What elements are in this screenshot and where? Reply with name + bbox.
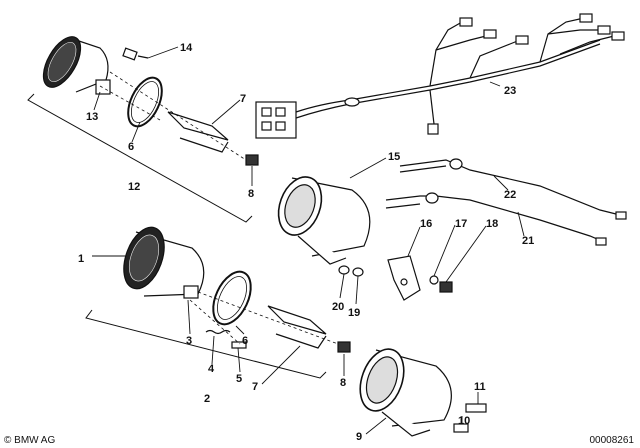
callout-8-upper: 8 bbox=[248, 188, 254, 200]
callout-1: 1 bbox=[78, 253, 84, 265]
lower-bracket bbox=[267, 305, 327, 349]
callout-23: 23 bbox=[504, 85, 516, 97]
callout-labels: 14 13 6 7 12 8 23 15 16 17 18 22 21 20 1… bbox=[78, 42, 534, 443]
upper-ring bbox=[127, 76, 163, 128]
upper-dash-lines bbox=[99, 71, 247, 161]
callout-6-lower: 6 bbox=[242, 335, 248, 347]
mid-housing bbox=[277, 176, 371, 265]
callout-20: 20 bbox=[332, 301, 344, 313]
lower-dash-lines bbox=[189, 291, 339, 345]
lower-instrument bbox=[123, 226, 205, 299]
callout-2: 2 bbox=[204, 393, 210, 405]
callout-16: 16 bbox=[420, 218, 432, 230]
lower-assembly-bracket bbox=[85, 309, 327, 379]
wiring-harness bbox=[255, 13, 625, 139]
upper-assembly-bracket bbox=[27, 93, 253, 223]
callout-13: 13 bbox=[86, 111, 98, 123]
callout-8-lower: 8 bbox=[340, 377, 346, 389]
cables bbox=[385, 158, 627, 246]
callout-3: 3 bbox=[186, 335, 192, 347]
callout-18: 18 bbox=[486, 218, 498, 230]
callout-17: 17 bbox=[455, 218, 467, 230]
upper-instrument bbox=[42, 36, 111, 95]
mid-hardware bbox=[338, 255, 453, 301]
copyright-label: © BMW AG bbox=[4, 435, 56, 446]
lower-housing bbox=[359, 348, 487, 437]
callout-19: 19 bbox=[348, 307, 360, 319]
callout-6-upper: 6 bbox=[128, 141, 134, 153]
callout-11: 11 bbox=[474, 381, 486, 393]
lower-ring bbox=[212, 270, 252, 326]
callout-5: 5 bbox=[236, 373, 242, 385]
callout-10: 10 bbox=[458, 415, 470, 427]
callout-12: 12 bbox=[128, 181, 140, 193]
callout-9: 9 bbox=[356, 431, 362, 443]
diagram-number: 00008261 bbox=[589, 435, 635, 446]
upper-nut bbox=[245, 154, 259, 166]
callout-22: 22 bbox=[504, 189, 516, 201]
callout-21: 21 bbox=[522, 235, 534, 247]
lower-hardware bbox=[205, 329, 351, 353]
callout-7-lower: 7 bbox=[252, 381, 258, 393]
callout-7-upper: 7 bbox=[240, 93, 246, 105]
callout-15: 15 bbox=[388, 151, 400, 163]
callout-14: 14 bbox=[180, 42, 193, 54]
leader-lines bbox=[92, 46, 525, 435]
callout-4: 4 bbox=[208, 363, 215, 375]
upper-bulb bbox=[122, 47, 149, 61]
